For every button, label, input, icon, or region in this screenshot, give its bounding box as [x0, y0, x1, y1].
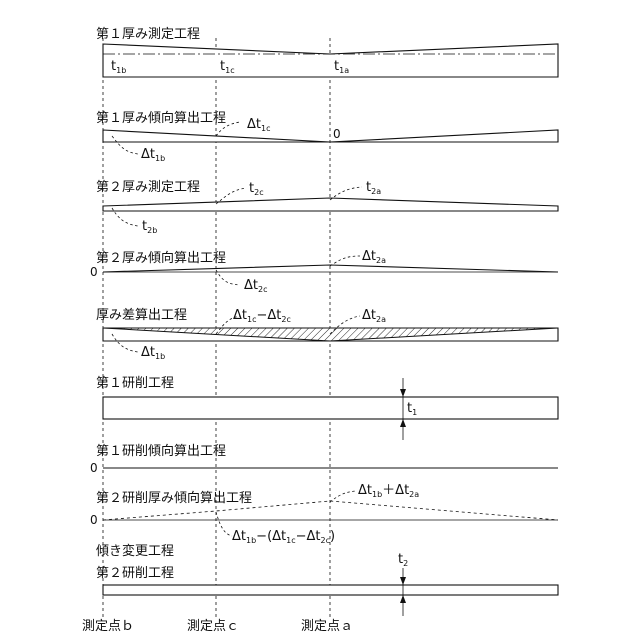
step-title-1: 第１厚み測定工程 [96, 27, 200, 42]
leader-expr-b [216, 512, 232, 536]
step-title-5: 厚み差算出工程 [96, 308, 187, 323]
label-dt1b: Δt1b [141, 147, 165, 163]
label-dt1b-s5: Δt1b [141, 345, 165, 361]
label-zero-s4: 0 [90, 265, 98, 279]
arrow-t1-top [400, 389, 406, 397]
leader-dt2a-s4 [330, 256, 360, 266]
wafer-step-1 [103, 44, 558, 77]
step-title-3: 第２厚み測定工程 [96, 180, 200, 195]
step-title-9: 傾き変更工程 [96, 543, 174, 559]
wafer-step-10 [103, 585, 558, 595]
measure-point-a: 測定点ａ [301, 619, 353, 634]
step-title-2: 第１厚み傾向算出工程 [96, 110, 226, 126]
label-zero-s7: 0 [90, 461, 98, 475]
measure-point-c: 測定点ｃ [187, 619, 239, 634]
step-title-8: 第２研削厚み傾向算出工程 [96, 490, 252, 506]
label-sum-a: Δt1b＋Δt2a [358, 483, 419, 499]
label-dt2a-s4: Δt2a [362, 249, 386, 265]
label-diff-c: Δt1c−Δt2c [233, 308, 291, 324]
step-title-6: 第１研削工程 [96, 376, 174, 391]
arrow-t2-bottom [400, 595, 406, 603]
label-zero-s2: 0 [333, 127, 341, 141]
step-title-7: 第１研削傾向算出工程 [96, 443, 226, 459]
label-t2a: t2a [366, 180, 381, 196]
label-expr-b: Δt1b−(Δt1c−Δt2c) [232, 529, 335, 545]
thickness-tendency-1 [103, 130, 558, 142]
leader-sum-a [330, 491, 356, 502]
label-t2-s10: t2 [398, 552, 408, 568]
label-dt1c: Δt1c [247, 117, 271, 133]
step-title-10: 第２研削工程 [96, 566, 174, 581]
label-t2c: t2c [249, 181, 264, 197]
step-title-4: 第２厚み傾向算出工程 [96, 250, 226, 266]
measure-point-b: 測定点ｂ [82, 619, 134, 634]
label-dt2a-s5: Δt2a [362, 308, 386, 324]
label-dt2c-s4: Δt2c [244, 278, 268, 294]
label-zero-s8: 0 [90, 513, 98, 527]
label-t2b: t2b [142, 219, 157, 235]
arrow-t1-bottom [400, 419, 406, 427]
wafer-step-6 [103, 397, 558, 419]
arrow-t2-top [400, 577, 406, 585]
